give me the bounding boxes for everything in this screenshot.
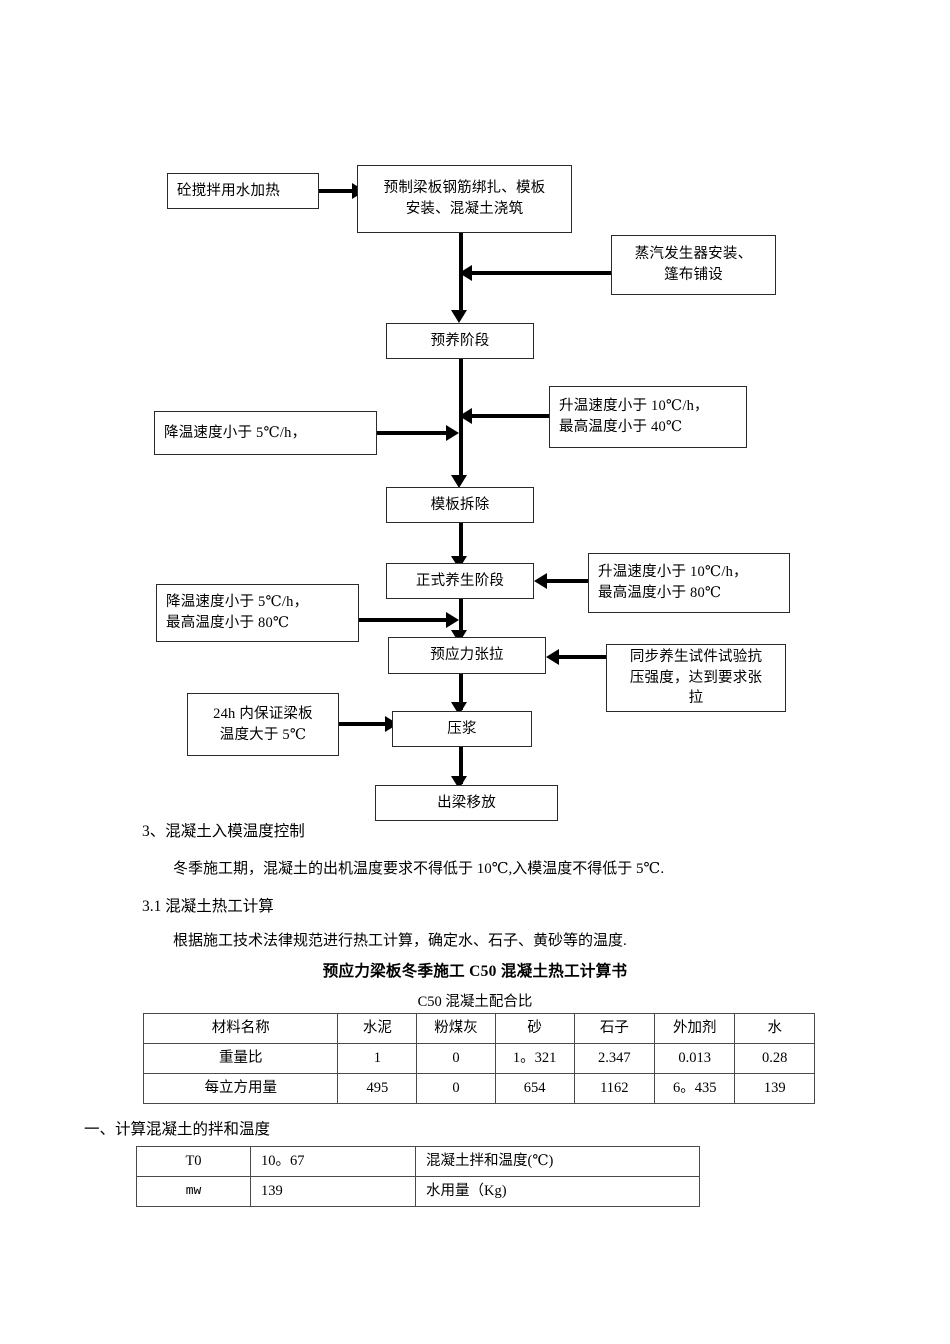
mix-row1-admixture: 6。435: [654, 1072, 736, 1104]
flow-box-cooldown-5-label: 降温速度小于 5℃/h，: [164, 424, 307, 441]
heading-3-1: 3.1 混凝土热工计算: [142, 898, 274, 915]
mix-table-caption: C50 混凝土配合比: [417, 994, 533, 1010]
mix-row1-cement: 495: [337, 1072, 418, 1104]
flow-box-keep-24h-label: 24h 内保证梁板 温度大于 5℃: [213, 705, 313, 743]
mix-row0-label: 重量比: [142, 1042, 339, 1074]
arrow-head-cooldown80-to-main: [446, 612, 459, 628]
table-row: mw 139 水用量（Kg): [136, 1175, 700, 1207]
arrow-head-heatup40-to-main: [459, 408, 472, 424]
flow-box-formwork-removal: 模板拆除: [386, 487, 534, 523]
flow-box-cooldown-5: 降温速度小于 5℃/h，: [154, 411, 377, 455]
flow-box-steam-generator: 蒸汽发生器安装、 篷布铺设: [611, 235, 776, 295]
arrow-line-formalcure-to-prestress: [459, 599, 463, 638]
flow-box-beam-out: 出梁移放: [375, 785, 558, 821]
mix-header-material: 材料名称: [142, 1013, 339, 1044]
flow-box-pre-cure: 预养阶段: [386, 323, 534, 359]
flow-box-pre-cure-label: 预养阶段: [430, 332, 490, 349]
mix-header-cement: 水泥: [337, 1013, 418, 1044]
arrow-line-formwork-to-formalcure: [459, 523, 463, 563]
arrow-line-heatup40-to-main: [468, 414, 552, 418]
flow-box-prefab-rebar: 预制梁板钢筋绑扎、模板 安装、混凝土浇筑: [357, 165, 572, 233]
temp-row0-desc: 混凝土拌和温度(℃): [415, 1146, 700, 1177]
document-title: 预应力梁板冬季施工 C50 混凝土热工计算书: [322, 963, 628, 980]
flow-box-grouting-label: 压浆: [447, 720, 477, 737]
arrow-line-keep24h-to-grouting: [339, 722, 391, 726]
flow-box-cooldown-80: 降温速度小于 5℃/h， 最高温度小于 80℃: [156, 584, 359, 642]
flow-box-keep-24h: 24h 内保证梁板 温度大于 5℃: [187, 693, 339, 756]
flow-box-sync-specimen-label: 同步养生试件试验抗 压强度，达到要求张 拉: [629, 649, 763, 707]
flow-box-formal-cure: 正式养生阶段: [386, 563, 534, 599]
mix-row1-label: 每立方用量: [142, 1072, 339, 1104]
flow-box-heat-water: 砼搅拌用水加热: [167, 173, 319, 209]
mixing-temperature-table: T0 10。67 混凝土拌和温度(℃) mw 139 水用量（Kg): [136, 1146, 700, 1207]
heading-one: 一、计算混凝土的拌和温度: [84, 1121, 271, 1138]
table-header-row: 材料名称 水泥 粉煤灰 砂 石子 外加剂 水: [142, 1013, 815, 1044]
mix-row1-water: 139: [734, 1072, 815, 1104]
arrow-line-heatup80-to-formalcure: [543, 579, 591, 583]
flow-box-cooldown-80-label: 降温速度小于 5℃/h， 最高温度小于 80℃: [166, 594, 309, 631]
mix-row0-admixture: 0.013: [654, 1042, 736, 1074]
table-row: 重量比 1 0 1。321 2.347 0.013 0.28: [142, 1042, 815, 1074]
mix-row1-sand: 654: [494, 1072, 575, 1104]
paragraph-3-1: 根据施工技术法律规范进行热工计算，确定水、石子、黄砂等的温度.: [173, 933, 627, 949]
arrow-head-cooldown5-to-main: [446, 425, 459, 441]
mix-header-gravel: 石子: [573, 1013, 656, 1044]
flow-box-formwork-removal-label: 模板拆除: [430, 496, 490, 513]
heading-3: 3、混凝土入模温度控制: [142, 823, 305, 840]
arrow-head-prefab-to-precure: [451, 310, 467, 323]
temp-row1-desc: 水用量（Kg): [415, 1175, 700, 1207]
table-row: 每立方用量 495 0 654 1162 6。435 139: [142, 1072, 815, 1104]
mix-row0-sand: 1。321: [494, 1042, 575, 1074]
flow-box-heatup-80: 升温速度小于 10℃/h， 最高温度小于 80℃: [588, 553, 790, 613]
flow-box-prestress: 预应力张拉: [388, 637, 546, 674]
arrow-head-steam-to-main: [459, 265, 472, 281]
flow-box-prefab-rebar-label: 预制梁板钢筋绑扎、模板 安装、混凝土浇筑: [383, 180, 546, 217]
temp-row0-symbol: T0: [136, 1146, 251, 1177]
mix-row0-cement: 1: [337, 1042, 418, 1074]
mix-header-admixture: 外加剂: [654, 1013, 736, 1044]
mix-row1-gravel: 1162: [573, 1072, 656, 1104]
flow-box-heatup-40-label: 升温速度小于 10℃/h， 最高温度小于 40℃: [559, 398, 709, 435]
mix-header-sand: 砂: [494, 1013, 575, 1044]
mix-proportion-table: 材料名称 水泥 粉煤灰 砂 石子 外加剂 水 重量比 1 0 1。321 2.3…: [142, 1013, 815, 1104]
construction-flowchart: 砼搅拌用水加热 预制梁板钢筋绑扎、模板 安装、混凝土浇筑 蒸汽发生器安装、 篷布…: [154, 165, 790, 821]
flow-box-grouting: 压浆: [392, 711, 532, 747]
flow-box-beam-out-label: 出梁移放: [437, 794, 496, 811]
flow-box-steam-generator-label: 蒸汽发生器安装、 篷布铺设: [634, 246, 753, 283]
flow-box-heatup-40: 升温速度小于 10℃/h， 最高温度小于 40℃: [549, 386, 747, 448]
temp-row0-value: 10。67: [250, 1146, 416, 1177]
arrow-line-sync-to-prestress: [555, 655, 609, 659]
flow-box-prestress-label: 预应力张拉: [430, 647, 504, 664]
mix-row0-flyash: 0: [416, 1042, 496, 1074]
arrow-line-grouting-to-beamout: [459, 747, 463, 784]
table-row: T0 10。67 混凝土拌和温度(℃): [136, 1146, 700, 1177]
arrow-line-prestress-to-grouting: [459, 674, 463, 710]
flow-box-formal-cure-label: 正式养生阶段: [415, 572, 505, 589]
flow-box-sync-specimen: 同步养生试件试验抗 压强度，达到要求张 拉: [606, 644, 786, 712]
mix-row1-flyash: 0: [416, 1072, 496, 1104]
arrow-line-steam-to-main: [468, 271, 613, 275]
arrow-head-sync-to-prestress: [546, 649, 559, 665]
paragraph-3: 冬季施工期，混凝土的出机温度要求不得低于 10℃,入模温度不得低于 5℃.: [173, 861, 665, 877]
arrow-line-cooldown5-to-main: [377, 431, 449, 435]
mix-row0-gravel: 2.347: [573, 1042, 656, 1074]
arrow-line-cooldown80-to-main: [359, 618, 449, 622]
arrow-head-heatup80-to-formalcure: [534, 573, 547, 589]
arrow-head-precure-to-formwork: [451, 475, 467, 488]
temp-row1-value: 139: [250, 1175, 416, 1207]
mix-header-water: 水: [734, 1013, 815, 1044]
temp-row1-symbol: mw: [136, 1175, 251, 1207]
mix-header-flyash: 粉煤灰: [416, 1013, 496, 1044]
arrow-line-heat-to-prefab: [319, 189, 360, 193]
flow-box-heatup-80-label: 升温速度小于 10℃/h， 最高温度小于 80℃: [598, 564, 748, 601]
mix-row0-water: 0.28: [734, 1042, 815, 1074]
flow-box-heat-water-label: 砼搅拌用水加热: [177, 182, 280, 199]
